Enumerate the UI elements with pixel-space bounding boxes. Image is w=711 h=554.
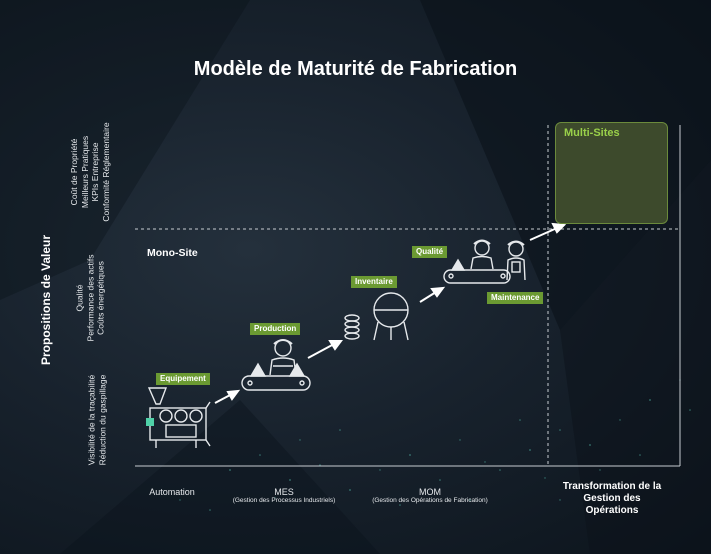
x-label-transformation-line2: Gestion des Opérations [583, 493, 641, 516]
progress-arrows [214, 222, 567, 404]
badge-qualite: Qualité [412, 246, 448, 258]
x-label-mes-text: MES [274, 487, 294, 497]
multi-sites-label: Multi-Sites [564, 127, 620, 139]
x-label-automation-text: Automation [149, 487, 195, 497]
worker-conveyor-icon [241, 339, 311, 391]
multi-sites-box [555, 122, 668, 224]
x-label-mes: MES (Gestion des Processus Industriels) [233, 487, 336, 504]
machine-icon [146, 387, 211, 448]
page-title: Modèle de Maturité de Fabrication [193, 58, 518, 80]
storage-tank-icon [344, 292, 409, 341]
badge-inventaire: Inventaire [351, 276, 397, 288]
x-label-mes-sub: (Gestion des Processus Industriels) [232, 497, 336, 504]
quality-workers-icon [443, 239, 526, 284]
x-label-mom: MOM (Gestion des Opérations de Fabricati… [372, 487, 488, 504]
x-label-mom-sub: (Gestion des Opérations de Fabrication) [372, 497, 488, 504]
x-label-mom-text: MOM [419, 487, 441, 497]
x-label-automation: Automation [149, 487, 195, 497]
mono-site-label: Mono-Site [147, 247, 198, 259]
badge-maintenance: Maintenance [487, 292, 544, 304]
x-label-transformation: Transformation de la Gestion des Opérati… [563, 481, 662, 517]
badge-equipement: Equipement [156, 373, 210, 385]
x-label-transformation-line1: Transformation de la [562, 481, 662, 492]
badge-production: Production [250, 323, 301, 335]
